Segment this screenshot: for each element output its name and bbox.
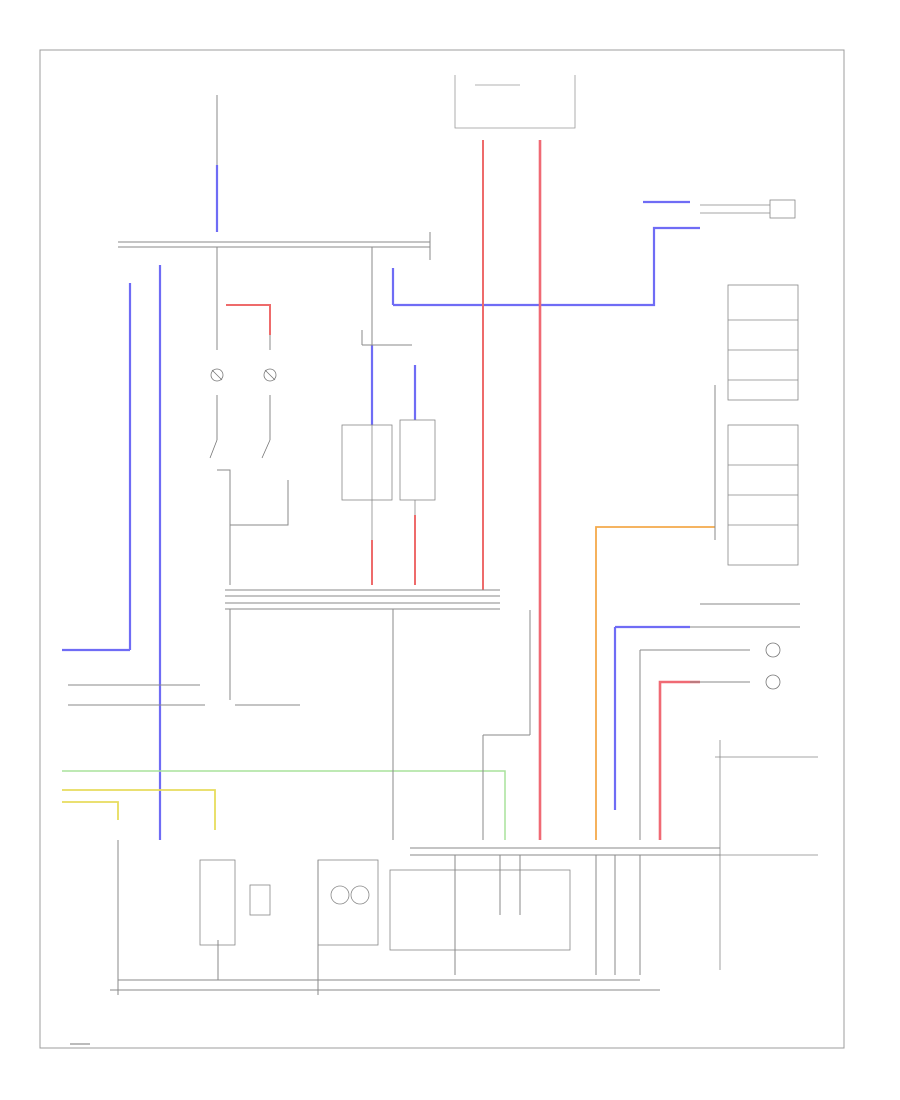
orange-wire xyxy=(595,526,715,840)
lamp-icon xyxy=(210,368,224,382)
yellow-wires xyxy=(62,789,216,830)
pink-wires xyxy=(538,140,700,840)
bottom-switch-module xyxy=(199,859,571,951)
lamp-icon xyxy=(765,642,781,690)
red-wires xyxy=(226,140,484,590)
right-top-plug xyxy=(700,199,796,219)
right-switch-table xyxy=(715,740,818,970)
right-connector-ladder-top xyxy=(727,284,799,401)
gray-wires xyxy=(68,95,800,995)
diagram-frame xyxy=(39,49,845,1049)
relay-icon xyxy=(341,419,436,540)
top-switch-box xyxy=(454,75,576,129)
switch-icon xyxy=(209,439,271,459)
lamp-icon xyxy=(263,368,277,382)
right-connector-ladder-bottom xyxy=(727,424,799,566)
green-wire xyxy=(62,770,506,840)
blue-wires xyxy=(62,165,700,840)
